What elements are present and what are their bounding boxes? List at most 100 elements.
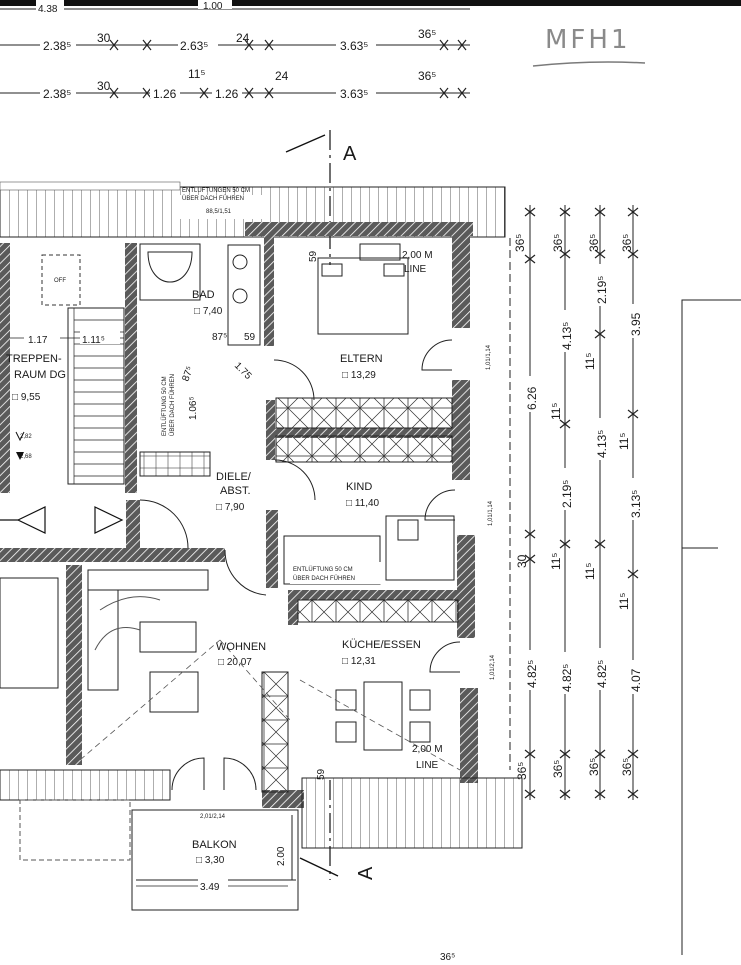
- bath-fixtures: [139, 243, 261, 346]
- wardrobe-eltern: [275, 397, 453, 429]
- label-underline: [532, 61, 646, 67]
- roof-bottom-left: [0, 769, 171, 801]
- kitchen-counter: [297, 599, 459, 623]
- scan-edge: [0, 0, 741, 6]
- svg-text:2.19⁵: 2.19⁵: [560, 480, 574, 508]
- svg-text:36⁵: 36⁵: [620, 758, 634, 776]
- svg-text:4.82⁵: 4.82⁵: [560, 664, 574, 692]
- walls: [0, 222, 478, 808]
- svg-text:1,01/1,14: 1,01/1,14: [488, 500, 494, 526]
- svg-text:A: A: [343, 143, 357, 165]
- svg-text:1,01/1,14: 1,01/1,14: [486, 344, 492, 370]
- svg-text:1.06⁵: 1.06⁵: [188, 396, 199, 420]
- svg-text:1.17: 1.17: [28, 335, 48, 346]
- furniture-kueche: [335, 681, 431, 751]
- svg-text:36⁵: 36⁵: [418, 27, 436, 41]
- svg-text:36⁵: 36⁵: [587, 758, 601, 776]
- section-mark-bottom: A: [299, 780, 377, 880]
- svg-text:ENTLÜFTUNG 50 CM: ENTLÜFTUNG 50 CM: [161, 376, 168, 436]
- svg-text:11⁵: 11⁵: [617, 593, 631, 610]
- top-dimension-lines: [0, 8, 470, 99]
- roof-bottom-outline: [19, 799, 131, 861]
- room-treppen: TREPPEN-: [6, 353, 62, 365]
- svg-text:36⁵: 36⁵: [587, 234, 601, 252]
- svg-text:30: 30: [515, 554, 529, 568]
- svg-text:1.26: 1.26: [153, 87, 177, 101]
- room-labels: BAD □ 7,40 ELTERN □ 13,29 TREPPEN- RAUM …: [6, 289, 421, 866]
- top-dim-row-1: 2.38⁵ 30 2.63⁵ 24 3.63⁵ 36⁵: [40, 27, 436, 53]
- room-kind: KIND: [346, 481, 372, 493]
- section-frame-right: [681, 299, 741, 955]
- svg-text:36⁵: 36⁵: [418, 69, 436, 83]
- svg-text:24: 24: [236, 31, 250, 45]
- svg-text:36⁵: 36⁵: [551, 760, 565, 778]
- svg-text:4.13⁵: 4.13⁵: [560, 322, 574, 350]
- interior-dims: 1.17 1.11⁵ 2,82 2,68 87⁵ 59 87⁵ 1.75 1.0…: [10, 250, 455, 963]
- svg-text:4.13⁵: 4.13⁵: [595, 430, 609, 458]
- svg-text:59: 59: [308, 250, 319, 262]
- top-dim-1: 1.00: [203, 1, 223, 12]
- svg-text:30: 30: [97, 31, 111, 45]
- right-dimension-lines: [524, 205, 639, 800]
- plan-label: MFH1: [545, 25, 630, 55]
- svg-text:36⁵: 36⁵: [515, 762, 529, 780]
- svg-text:ÜBER DACH FÜHREN: ÜBER DACH FÜHREN: [182, 195, 244, 202]
- svg-text:2,00 M: 2,00 M: [402, 250, 433, 261]
- svg-text:LINE: LINE: [404, 264, 427, 275]
- svg-text:11⁵: 11⁵: [617, 433, 631, 450]
- area-wohnen: □ 20,07: [218, 657, 252, 668]
- svg-text:59: 59: [316, 768, 327, 780]
- svg-text:11⁵: 11⁵: [583, 563, 597, 580]
- plan-notes: 2,00 M LINE 2,00 M LINE ENTLÜFTUNG 50 CM…: [161, 250, 496, 820]
- svg-text:24: 24: [275, 69, 289, 83]
- kitchen-unit: [261, 671, 289, 793]
- landing-arrows: [0, 506, 124, 534]
- svg-text:LINE: LINE: [416, 760, 439, 771]
- top-dim-row-2: 2.38⁵ 30 1.26 11⁵ 1.26 24 3.63⁵ 36⁵: [40, 67, 436, 101]
- svg-text:ÜBER DACH FÜHREN: ÜBER DACH FÜHREN: [169, 374, 176, 436]
- bed-eltern: [317, 243, 409, 335]
- area-bad: □ 7,40: [194, 306, 223, 317]
- vent-note-top: ENTLÜFTUNGEN 50 CM: [182, 187, 250, 194]
- svg-text:11⁵: 11⁵: [583, 353, 597, 370]
- svg-text:6.26: 6.26: [525, 386, 539, 410]
- area-treppen: □ 9,55: [12, 392, 41, 403]
- svg-text:3.63⁵: 3.63⁵: [340, 87, 368, 101]
- svg-text:RAUM DG: RAUM DG: [14, 369, 66, 381]
- svg-text:3.49: 3.49: [200, 882, 220, 893]
- svg-text:1.75: 1.75: [232, 360, 254, 382]
- svg-text:11⁵: 11⁵: [188, 67, 205, 81]
- svg-text:3.63⁵: 3.63⁵: [340, 39, 368, 53]
- room-wohnen: WOHNEN: [216, 641, 266, 653]
- svg-text:87⁵: 87⁵: [180, 365, 196, 383]
- svg-text:87⁵: 87⁵: [212, 332, 227, 343]
- area-balkon: □ 3,30: [196, 855, 225, 866]
- doors: [139, 339, 461, 791]
- svg-text:36⁵: 36⁵: [620, 234, 634, 252]
- window-top-label: 88,5/1,51: [206, 209, 232, 215]
- room-kueche: KÜCHE/ESSEN: [342, 639, 421, 651]
- furniture-wohnen: [0, 569, 209, 713]
- wardrobe-kind: [275, 435, 453, 463]
- area-diele: □ 7,90: [216, 502, 245, 513]
- svg-text:ABST.: ABST.: [220, 485, 251, 497]
- svg-text:1.26: 1.26: [215, 87, 239, 101]
- area-eltern: □ 13,29: [342, 370, 376, 381]
- svg-text:11⁵: 11⁵: [549, 403, 563, 420]
- svg-text:A: A: [355, 866, 377, 880]
- svg-text:2,68: 2,68: [20, 454, 32, 460]
- svg-text:1,01/2,14: 1,01/2,14: [490, 654, 496, 680]
- svg-text:2,00 M: 2,00 M: [412, 744, 443, 755]
- room-diele: DIELE/: [216, 471, 252, 483]
- room-eltern: ELTERN: [340, 353, 383, 365]
- svg-text:4.07: 4.07: [629, 668, 643, 692]
- area-kind: □ 11,40: [346, 498, 380, 509]
- roof-bottom-right: [301, 777, 523, 849]
- svg-text:1.11⁵: 1.11⁵: [82, 335, 105, 346]
- svg-text:36⁵: 36⁵: [513, 234, 527, 252]
- svg-text:30: 30: [97, 79, 111, 93]
- svg-text:4.82⁵: 4.82⁵: [525, 660, 539, 688]
- svg-text:2.38⁵: 2.38⁵: [43, 87, 71, 101]
